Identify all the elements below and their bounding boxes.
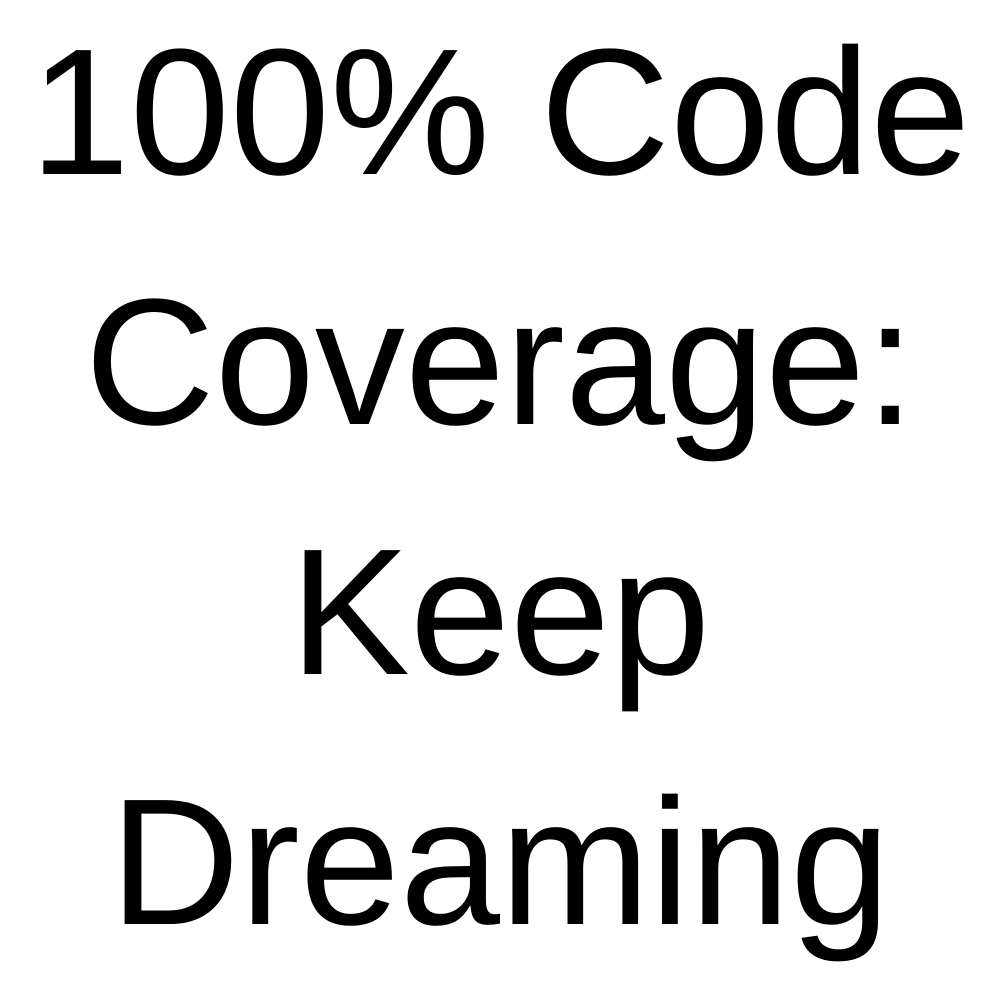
text-line-3: Keep [289, 512, 711, 713]
text-line-1: 100% Code [29, 12, 971, 213]
text-line-4: Dreaming [109, 762, 891, 963]
text-line-2: Coverage: [84, 262, 916, 463]
